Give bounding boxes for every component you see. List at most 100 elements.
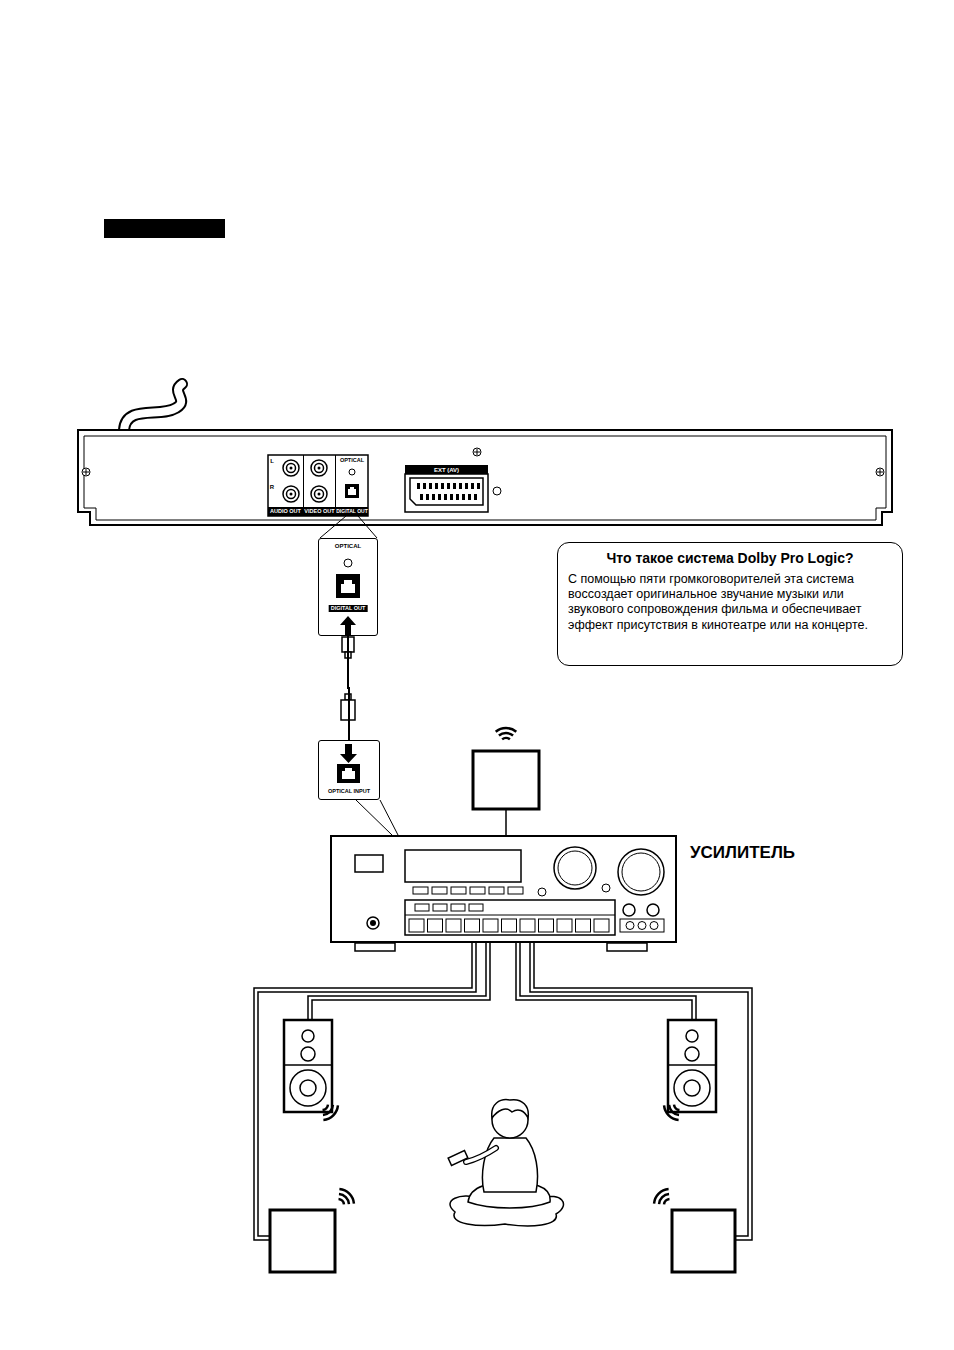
button (428, 919, 443, 932)
scart-pin (462, 494, 465, 500)
speaker-wire (520, 943, 696, 1020)
section-divider (335, 455, 336, 516)
speaker-wire (516, 943, 692, 1020)
rear-speaker (672, 1210, 735, 1272)
speaker-wire (530, 943, 748, 1236)
scart-pin (441, 483, 444, 489)
jack (626, 922, 634, 930)
arm (466, 1148, 496, 1162)
tweeter (686, 1030, 698, 1042)
connector-frame (268, 455, 368, 516)
scart-pin (432, 494, 435, 500)
screw-slot (474, 449, 480, 455)
sound-waves (496, 728, 517, 732)
screw (876, 468, 884, 476)
rear-panel-inner (84, 436, 886, 520)
screw (493, 487, 501, 495)
info-box: Что такое система Dolby Pro Logic?С помо… (557, 542, 903, 666)
jack (650, 922, 658, 930)
rca-jack-ring (315, 464, 324, 473)
arm-fill (466, 1148, 496, 1162)
panel-line (405, 915, 615, 916)
title-bar (104, 219, 225, 238)
scart-pin (459, 483, 462, 489)
scart-pin (453, 483, 456, 489)
control-panel (405, 900, 615, 935)
front-speaker (284, 1020, 332, 1112)
rear-speaker (270, 1210, 335, 1272)
screw-slot (83, 469, 89, 475)
button (451, 887, 466, 894)
connector-label: DIGITAL OUT (336, 508, 368, 515)
leader-line (358, 516, 377, 538)
center-speaker (473, 751, 539, 809)
screw (349, 469, 355, 475)
scart-pin (447, 483, 450, 489)
scart-pin (477, 483, 480, 489)
woofer-cap (684, 1080, 700, 1096)
scart-pin (435, 483, 438, 489)
speaker-wire (308, 943, 486, 1020)
scart-pin (450, 494, 453, 500)
rca-jack (311, 486, 327, 502)
connector-label: OPTICAL (336, 457, 368, 465)
midrange (685, 1047, 699, 1061)
scart-pin (456, 494, 459, 500)
button (508, 887, 523, 894)
insert-arrow (340, 744, 357, 763)
sound-waves (323, 1105, 333, 1115)
sound-waves (339, 1189, 354, 1204)
rca-jack-pin (318, 493, 321, 496)
scart-header (405, 465, 488, 474)
display (405, 850, 521, 882)
sound-waves (323, 1105, 338, 1120)
rca-jack-ring (287, 464, 296, 473)
scart-pin (417, 483, 420, 489)
scart-pin (471, 483, 474, 489)
sound-waves (339, 1194, 349, 1204)
button (451, 904, 465, 911)
optical-port (345, 484, 359, 498)
leader-line (320, 516, 346, 538)
tweeter (302, 1030, 314, 1042)
sound-waves (502, 738, 510, 739)
button (594, 919, 609, 932)
scart-pin (426, 494, 429, 500)
power-button (355, 855, 383, 872)
button (520, 919, 535, 932)
rca-jack (283, 460, 299, 476)
torso (482, 1138, 537, 1192)
scart-socket (410, 478, 483, 505)
rca-jack-pin (290, 493, 293, 496)
screw (344, 559, 352, 567)
sound-waves (654, 1189, 669, 1204)
rca-jack-pin (318, 467, 321, 470)
callout-box: OPTICAL INPUT (318, 740, 380, 800)
button (483, 919, 498, 932)
sound-waves (323, 1105, 328, 1110)
woofer-cap (300, 1080, 316, 1096)
sound-waves (499, 733, 513, 736)
connector-label: VIDEO OUT (304, 508, 335, 516)
rca-jack (311, 460, 327, 476)
screw (473, 448, 481, 456)
amplifier: УСИЛИТЕЛЬ (330, 835, 677, 943)
sound-waves (339, 1199, 344, 1204)
connector-label: OPTICAL (335, 543, 361, 550)
amp-foot (607, 943, 647, 951)
optical-socket-hole (341, 580, 355, 593)
button (433, 904, 447, 911)
headphone-jack (367, 917, 379, 929)
leader-line (380, 800, 398, 835)
button (557, 919, 572, 932)
button (576, 919, 591, 932)
label-strip (268, 507, 368, 516)
optical-port-hole (348, 487, 356, 495)
device-label: УСИЛИТЕЛЬ (690, 843, 795, 863)
knob-inner (622, 853, 660, 891)
speaker-wire (534, 943, 752, 1240)
woofer (674, 1070, 710, 1106)
optical-socket-hole (342, 768, 355, 779)
